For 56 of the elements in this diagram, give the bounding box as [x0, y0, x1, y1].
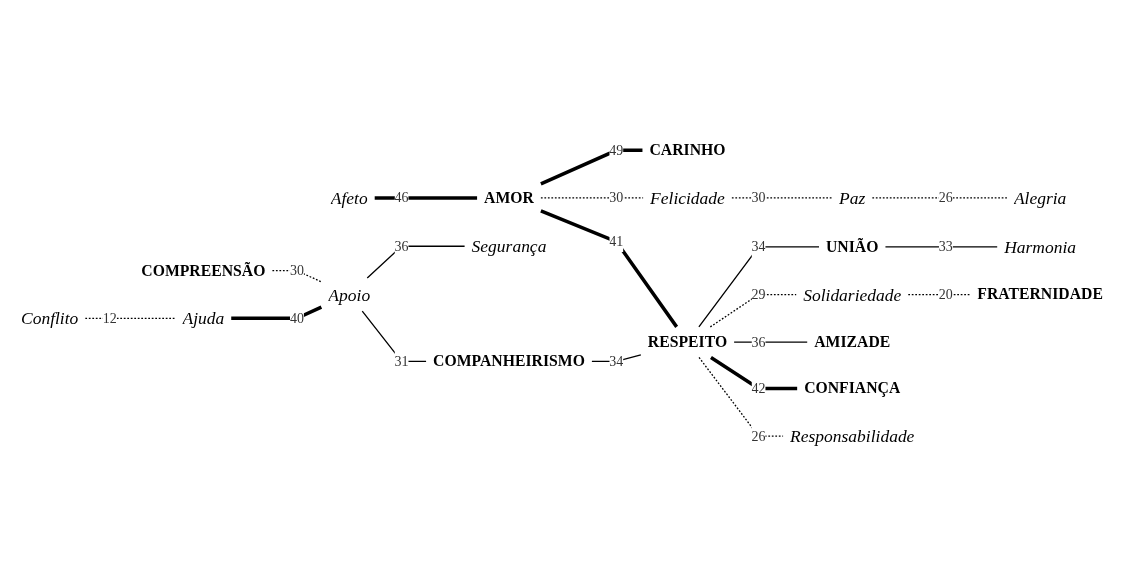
node-text: Harmonia [1004, 237, 1077, 257]
connector [709, 294, 797, 328]
edge-label: 26 [751, 428, 766, 444]
edge-label: 30 [609, 190, 624, 206]
edge-label: 26 [938, 190, 953, 206]
node-text: Felicidade [650, 188, 725, 208]
connector [231, 305, 323, 321]
node-text: COMPANHEIRISMO [433, 352, 585, 370]
connector [84, 317, 177, 320]
edge-label: 36 [751, 334, 766, 350]
node-text: CONFIANÇA [804, 379, 901, 397]
connector [710, 356, 798, 391]
node-text: UNIÃO [826, 237, 879, 256]
edge-label: 12 [102, 310, 117, 326]
edge-label: 42 [751, 380, 766, 396]
node-text: CARINHO [649, 141, 726, 159]
node-text: FRATERNIDADE [977, 285, 1103, 303]
edge-label: 34 [609, 353, 624, 369]
connector [271, 270, 323, 283]
edge-label: 33 [938, 239, 953, 255]
node-text: Ajuda [182, 308, 225, 329]
node-text: Paz [839, 188, 866, 208]
connector [361, 310, 427, 363]
connector [907, 294, 971, 296]
edge-label: 29 [751, 286, 766, 302]
connector [374, 196, 478, 200]
connector [540, 148, 643, 186]
edge-label: 30 [751, 190, 766, 206]
connector [698, 356, 784, 437]
connector [731, 197, 833, 199]
edge-label: 46 [394, 190, 409, 206]
connector [540, 197, 644, 199]
connector [698, 246, 820, 328]
connector [366, 245, 466, 279]
edge-label: 31 [394, 353, 409, 369]
node-text: Responsabilidade [790, 426, 915, 446]
node-text: Conflito [21, 308, 79, 329]
node-text: AMOR [484, 188, 534, 207]
edge-label: 36 [394, 238, 409, 254]
connector [884, 246, 998, 248]
node-text: Apoio [328, 285, 371, 305]
node-text: RESPEITO [647, 333, 728, 351]
node-text: AMIZADE [814, 333, 891, 351]
node-text: Afeto [330, 188, 368, 208]
edge-label: 30 [289, 262, 304, 278]
edge-label: 20 [938, 286, 953, 302]
edge-label: 49 [609, 142, 624, 158]
node-text: Solidariedade [803, 285, 902, 305]
edge-label: 40 [289, 310, 304, 326]
node-text: Alegria [1013, 188, 1067, 208]
connector [540, 209, 679, 328]
node-text: COMPREENSÃO [141, 261, 266, 280]
connector [871, 197, 1008, 199]
edge-label: 34 [751, 239, 766, 255]
edge-label: 41 [609, 233, 624, 249]
node-text: Segurança [471, 236, 547, 256]
